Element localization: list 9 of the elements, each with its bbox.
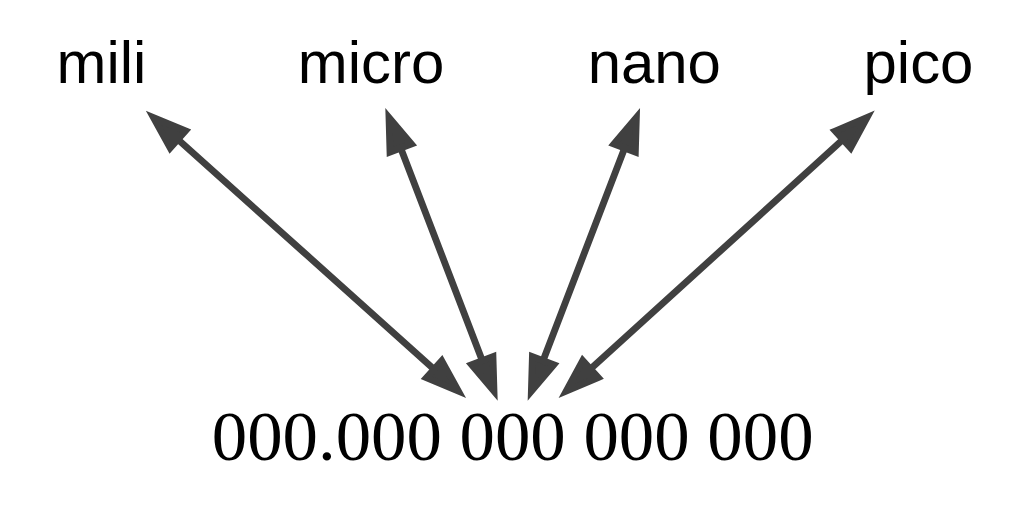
node-text: mili [56, 29, 147, 97]
arrow [527, 107, 641, 401]
node-text: 000.000 000 000 000 [211, 396, 814, 475]
node-text: micro [297, 29, 445, 97]
arrow [385, 107, 498, 401]
node-text: pico [863, 29, 974, 97]
arrow [145, 110, 467, 399]
node-text: nano [587, 29, 721, 97]
arrow [558, 110, 875, 399]
